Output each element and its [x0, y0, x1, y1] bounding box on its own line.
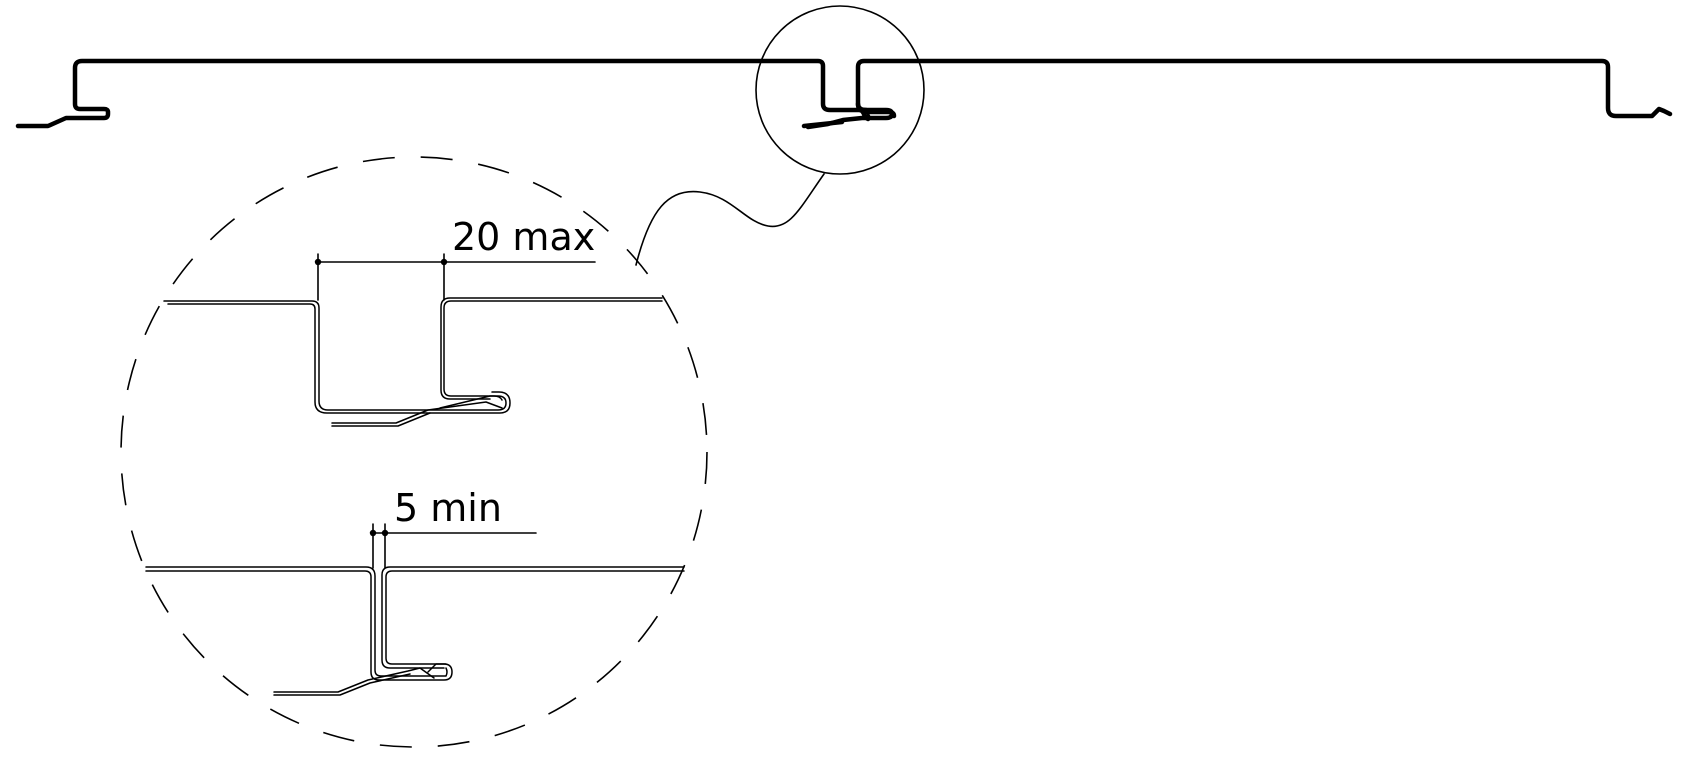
- upper-right-sheet-inner: [440, 297, 663, 400]
- dim-tick-left-5: [369, 529, 377, 537]
- dim-tick-right-5: [381, 529, 389, 537]
- upper-right-sheet-outer: [443, 300, 663, 401]
- lower-left-sheet-inner: [145, 566, 448, 677]
- lower-left-sheet-outer: [145, 570, 453, 681]
- detail-marker-circle: [755, 5, 925, 175]
- dimension-label-5-min: 5 min: [394, 486, 502, 530]
- right-panel-line: [855, 58, 1673, 122]
- upper-seam-detail: 20 max: [163, 215, 663, 427]
- upper-left-sheet-inner: [167, 303, 511, 414]
- lower-right-sheet-outer: [385, 570, 685, 665]
- seam-lower-lip: [801, 119, 845, 129]
- detail-view: 20 max 5 min: [120, 156, 708, 748]
- dimension-label-20-max: 20 max: [452, 215, 595, 259]
- dim-tick-left-20: [314, 258, 322, 266]
- lower-underlay-tongue-inner: [273, 673, 411, 696]
- seam-inner-rib: [855, 101, 897, 119]
- lower-underlay-tongue: [273, 667, 435, 693]
- upper-underlay-tongue: [331, 401, 503, 424]
- upper-underlay-tongue-inner: [331, 412, 431, 427]
- leader-curve: [635, 173, 825, 266]
- detail-dashed-circle: [120, 156, 708, 748]
- upper-left-sheet-outer: [163, 300, 507, 411]
- panel-profile: [15, 58, 1673, 130]
- lower-right-sheet-inner: [381, 566, 685, 669]
- dim-tick-right-20: [440, 258, 448, 266]
- lower-seam-detail: 5 min: [145, 486, 685, 696]
